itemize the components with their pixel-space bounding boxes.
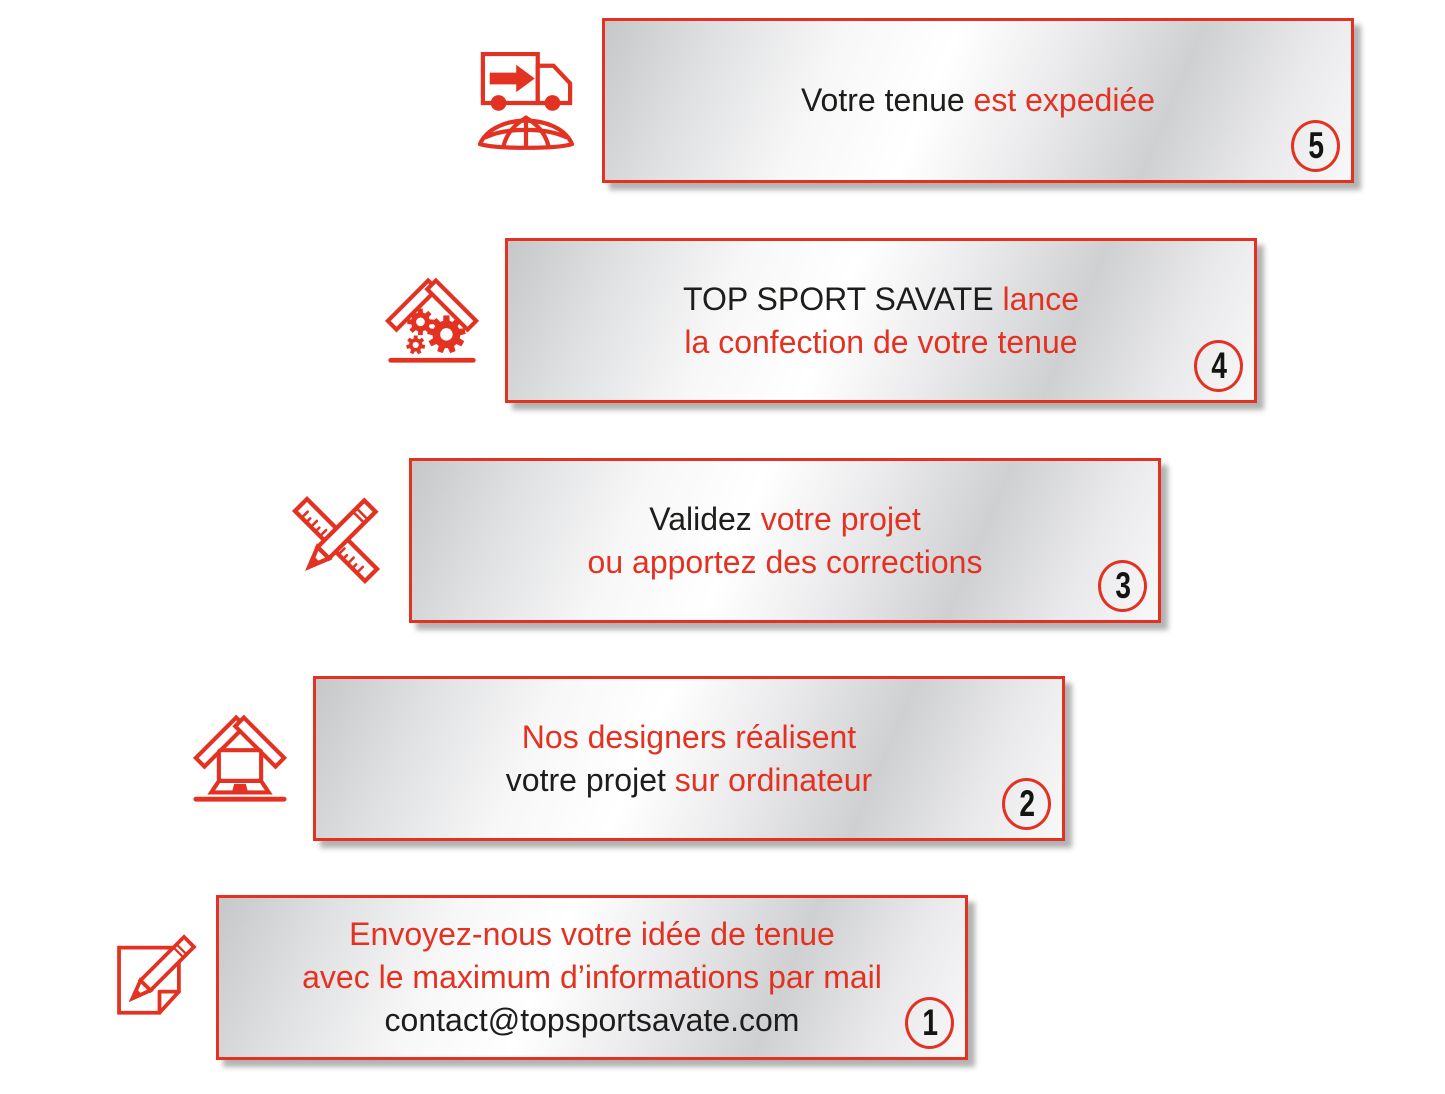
- text-segment: Nos designers réalisent: [521, 718, 857, 755]
- text-segment: ou apportez des corrections: [587, 543, 983, 580]
- step-number: 4: [1211, 345, 1227, 386]
- step-number-badge: 1: [905, 997, 954, 1049]
- step-text-line: avec le maximum d’informations par mail: [302, 956, 882, 999]
- step-text: Votre tenue est expediée: [801, 79, 1155, 122]
- text-segment: Envoyez-nous votre idée de tenue: [349, 916, 835, 952]
- delivery-truck-globe-icon: [477, 52, 575, 150]
- text-segment: votre projet: [760, 500, 921, 537]
- pencil-ruler-icon: [286, 490, 386, 590]
- step-text-line: Votre tenue est expediée: [801, 79, 1155, 122]
- step-number-badge: 3: [1098, 560, 1147, 612]
- laptop-workshop-icon: [192, 706, 288, 806]
- step-text-line: la confection de votre tenue: [683, 321, 1079, 364]
- step-text: Nos designers réalisent votre projet sur …: [506, 716, 872, 802]
- step-number: 2: [1019, 783, 1035, 824]
- note-pencil-icon: [112, 924, 200, 1024]
- step-number: 5: [1308, 125, 1324, 166]
- text-segment: contact@topsportsavate.com: [384, 1002, 800, 1038]
- step-text-line: Validez votre projet: [588, 498, 983, 541]
- text-segment: votre projet: [505, 761, 675, 798]
- text-segment: sur ordinateur: [674, 761, 873, 798]
- step-box: Votre tenue est expediée 5: [602, 18, 1354, 183]
- step-box: Nos designers réalisent votre projet sur …: [313, 676, 1065, 841]
- step-box: Envoyez-nous votre idée de tenue avec le …: [216, 895, 968, 1060]
- step-text-line: ou apportez des corrections: [588, 541, 983, 584]
- text-segment: est expediée: [973, 82, 1156, 118]
- text-segment: lance: [1002, 280, 1080, 317]
- step-text-line: Nos designers réalisent: [506, 716, 872, 759]
- text-segment: la confection de votre tenue: [684, 323, 1078, 360]
- step-number: 1: [922, 1002, 938, 1043]
- workshop-gears-icon: [384, 270, 480, 368]
- step-text-line: TOP SPORT SAVATE lance: [683, 278, 1079, 321]
- text-segment: TOP SPORT SAVATE: [682, 280, 1003, 317]
- step-text-line: contact@topsportsavate.com: [302, 999, 882, 1042]
- text-segment: avec le maximum d’informations par mail: [302, 959, 882, 995]
- text-segment: Validez: [649, 500, 761, 537]
- step-text-line: votre projet sur ordinateur: [506, 759, 872, 802]
- step-number-badge: 4: [1194, 340, 1243, 392]
- text-segment: Votre tenue: [800, 82, 974, 118]
- step-number-badge: 2: [1002, 778, 1051, 830]
- step-text: Envoyez-nous votre idée de tenue avec le …: [302, 913, 882, 1042]
- step-number-badge: 5: [1291, 120, 1340, 172]
- step-text-line: Envoyez-nous votre idée de tenue: [302, 913, 882, 956]
- step-number: 3: [1115, 565, 1131, 606]
